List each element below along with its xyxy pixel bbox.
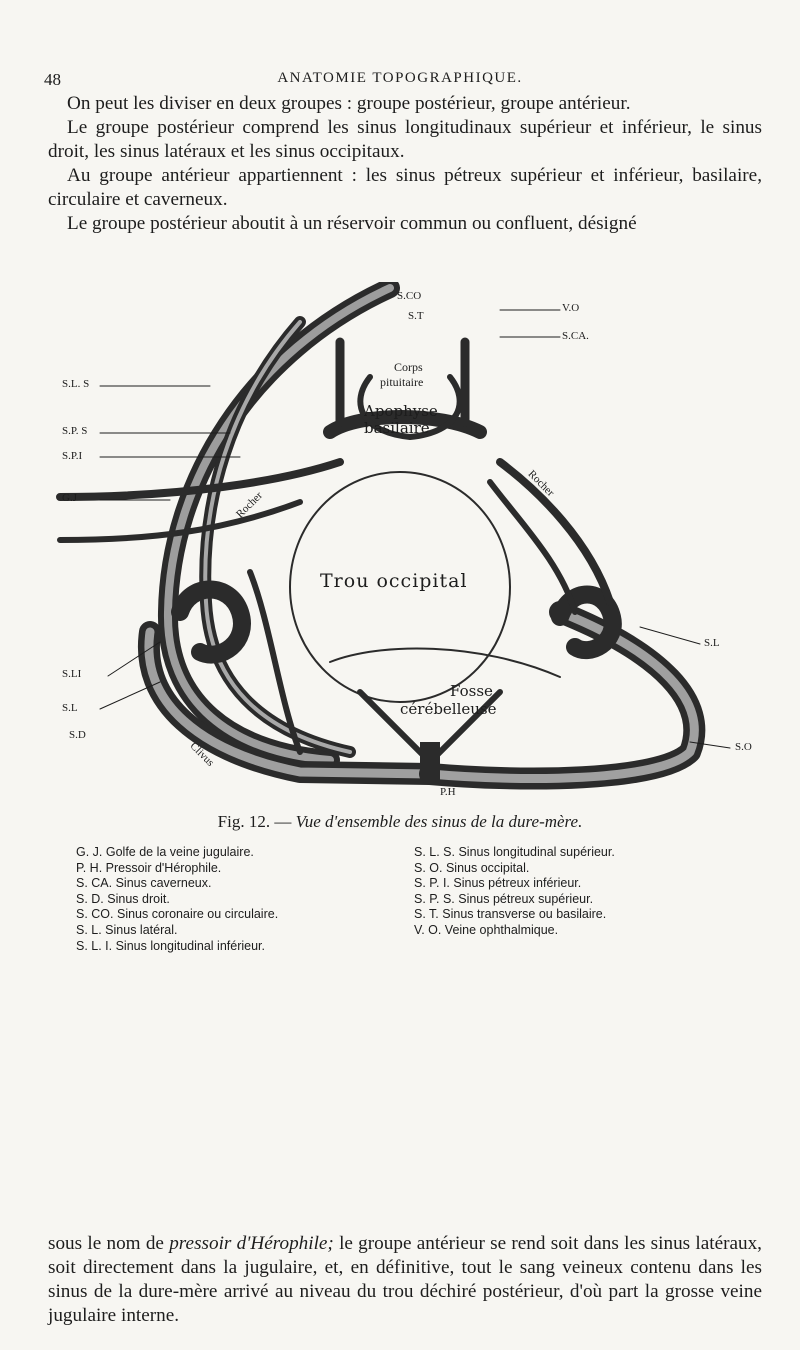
legend-item: S. O. Sinus occipital.	[414, 860, 530, 875]
sinus-longitudinal-inferieur	[199, 316, 356, 758]
intro-text: On peut les diviser en deux groupes : gr…	[48, 92, 762, 236]
page-header: 48 ANATOMIE TOPOGRAPHIQUE.	[0, 70, 800, 94]
label-sl-left: S.L	[62, 702, 78, 714]
outro-rest: le groupe antérieur se rend soit dans le…	[48, 1233, 762, 1326]
legend-item: V. O. Veine ophthalmique.	[414, 922, 559, 937]
outro-italic: pressoir d'Hérophile;	[169, 1233, 334, 1254]
legend-right: S. L. S. Sinus longitudinal supérieur. S…	[414, 845, 744, 939]
paragraph: sous le nom de pressoir d'Hérophile; le …	[48, 1232, 762, 1328]
paragraph: Au groupe antérieur appartiennent : les …	[48, 165, 762, 210]
legend-item: S. D. Sinus droit.	[76, 891, 170, 906]
caption-title: Vue d'ensemble des sinus de la dure-mère…	[295, 812, 583, 831]
legend-item: S. P. I. Sinus pétreux inférieur.	[414, 876, 582, 891]
label-apophyse: Apophyse	[364, 402, 438, 420]
sinus-petreux-inferieur	[57, 499, 303, 543]
label-pituitaire: pituitaire	[380, 375, 424, 389]
label-corps: Corps	[394, 360, 423, 374]
paragraph: Le groupe postérieur comprend les sinus …	[48, 117, 762, 162]
fosse-cerebelleuse	[329, 647, 561, 678]
legend-item: S. P. S. Sinus pétreux supérieur.	[414, 891, 594, 906]
page-number: 48	[44, 70, 61, 89]
label-sls: S.L. S	[62, 378, 90, 390]
legend-item: S. L. Sinus latéral.	[76, 922, 178, 937]
legend-item: S. CO. Sinus coronaire ou circulaire.	[76, 907, 279, 922]
golfe-jugulaire	[171, 580, 251, 664]
sinus-illustration	[56, 282, 731, 790]
label-sps: S.P. S	[62, 425, 88, 437]
label-gj: G.J	[62, 492, 77, 504]
label-basilaire: basilaire	[364, 419, 430, 437]
paragraph: Le groupe postérieur aboutit à un réserv…	[67, 213, 637, 234]
pressoir-herophile	[420, 742, 440, 782]
label-sd: S.D	[69, 729, 86, 741]
sinus-droit	[247, 569, 303, 755]
label-sl-right: S.L	[704, 637, 720, 649]
label-trou-occipital: Trou occipital	[320, 570, 468, 592]
label-so: S.O	[735, 741, 752, 753]
legend-item: S. L. S. Sinus longitudinal supérieur.	[414, 845, 615, 859]
paragraph: On peut les diviser en deux groupes : gr…	[67, 93, 631, 114]
label-sco: S.CO	[397, 290, 422, 302]
figure-caption: Fig. 12. — Vue d'ensemble des sinus de l…	[0, 812, 800, 832]
outro-text: sous le nom de pressoir d'Hérophile; le …	[48, 1232, 762, 1328]
label-vo: V.O	[562, 302, 580, 314]
sinus-coronaire	[357, 374, 463, 440]
outro-start: sous le nom de	[48, 1233, 170, 1254]
legend-item: G. J. Golfe de la veine jugulaire.	[76, 845, 254, 859]
legend-left: G. J. Golfe de la veine jugulaire. P. H.…	[76, 845, 396, 954]
caption-prefix: Fig. 12. —	[217, 812, 292, 831]
sinus-petreux-superieur	[56, 458, 344, 501]
label-spi: S.P.I	[62, 450, 83, 462]
label-st: S.T	[408, 310, 424, 322]
label-sca: S.CA.	[562, 330, 589, 342]
running-head: ANATOMIE TOPOGRAPHIQUE.	[277, 70, 523, 86]
trou-occipital	[289, 471, 511, 703]
legend-item: S. L. I. Sinus longitudinal inférieur.	[76, 938, 266, 953]
legend-item: S. CA. Sinus caverneux.	[76, 876, 212, 891]
sinus-figure: S.CO S.T V.O S.CA. S.L. S S.P. S S.P.I G…	[0, 282, 800, 802]
legend-item: S. T. Sinus transverse ou basilaire.	[414, 907, 607, 922]
label-fosse: Fosse	[450, 682, 493, 700]
label-sli: S.LI	[62, 668, 82, 680]
label-ph: P.H	[440, 786, 456, 798]
legend-item: P. H. Pressoir d'Hérophile.	[76, 860, 222, 875]
label-cerebelleuse: cérébelleuse	[400, 700, 497, 718]
